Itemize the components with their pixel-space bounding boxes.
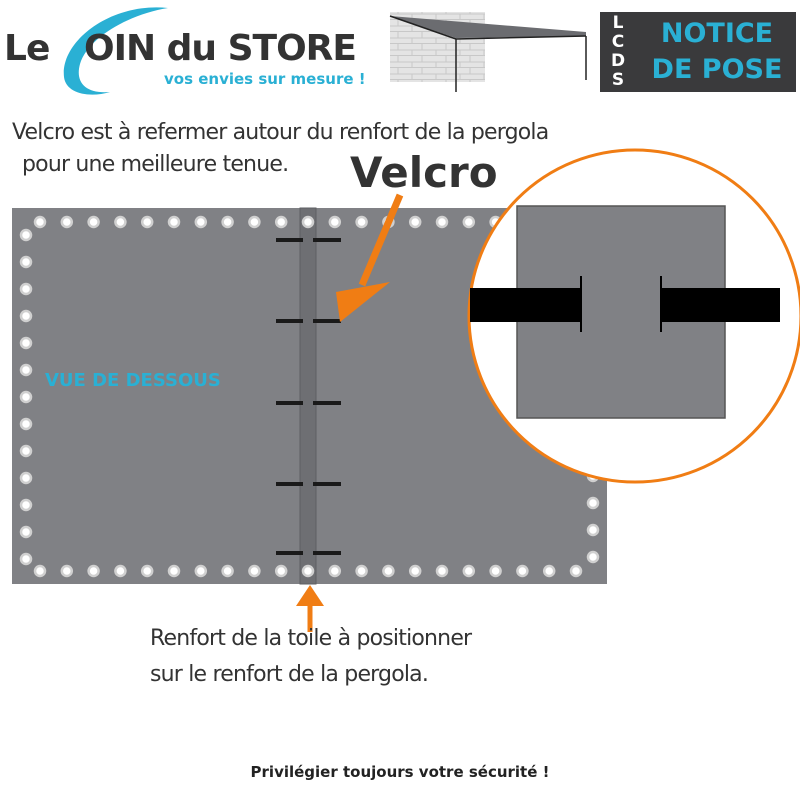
grommet <box>33 564 47 578</box>
grommet <box>489 564 502 578</box>
grommet <box>19 282 33 296</box>
grommet <box>328 564 342 578</box>
grommet <box>19 498 33 512</box>
grommet <box>33 215 47 229</box>
grommet <box>167 215 181 229</box>
velcro-straps <box>276 238 341 555</box>
grommet <box>435 215 449 229</box>
grommet <box>19 309 33 323</box>
grommet <box>274 564 288 578</box>
notice-badge: LCDS NOTICE DE POSE <box>600 12 796 92</box>
grommet <box>462 215 476 229</box>
instruction-line-2: pour une meilleure tenue. <box>22 152 289 177</box>
grommet <box>19 363 33 377</box>
badge-title-line2: DE POSE <box>651 54 783 85</box>
pergola-illustration <box>389 12 587 92</box>
zoom-detail-circle <box>467 148 800 484</box>
grommet <box>328 215 342 229</box>
grommet <box>586 523 600 537</box>
grommet <box>274 215 288 229</box>
grommet <box>301 215 315 229</box>
grommet <box>167 564 181 578</box>
renfort-line-1: Renfort de la toile à positionner <box>150 626 472 651</box>
velcro-strap-right <box>662 288 780 322</box>
grommet <box>194 564 208 578</box>
grommet <box>19 336 33 350</box>
grommet <box>60 215 74 229</box>
grommet <box>140 564 154 578</box>
grommet <box>221 215 234 229</box>
view-label: VUE DE DESSOUS <box>45 370 221 391</box>
grommet <box>301 564 315 578</box>
grommet <box>114 564 127 578</box>
logo-swoosh-icon <box>63 7 168 95</box>
grommet <box>435 564 449 578</box>
instruction-line-1: Velcro est à refermer autour du renfort … <box>12 120 549 145</box>
grommet <box>586 550 600 564</box>
grommet <box>408 215 422 229</box>
grommet <box>221 564 234 578</box>
reinforcement-strip <box>299 207 317 585</box>
grommet <box>140 215 154 229</box>
logo-tagline: vos envies sur mesure ! <box>164 70 366 88</box>
grommet <box>60 564 74 578</box>
renfort-line-2: sur le renfort de la pergola. <box>150 662 429 687</box>
badge-title: NOTICE DE POSE <box>640 16 794 88</box>
logo-text-le: Le <box>4 28 50 69</box>
grommet <box>542 564 556 578</box>
grommets <box>19 215 600 578</box>
grommet <box>516 564 529 578</box>
grommet <box>355 564 368 578</box>
renfort-arrow-icon <box>296 585 324 632</box>
grommet <box>382 564 395 578</box>
grommet <box>19 390 33 404</box>
velcro-label: Velcro <box>350 148 498 197</box>
grommet <box>586 496 600 510</box>
grommet <box>19 552 33 566</box>
badge-title-line1: NOTICE <box>660 18 774 49</box>
grommet <box>19 525 33 539</box>
grommet <box>19 417 33 431</box>
grommet <box>19 228 33 242</box>
grommet <box>569 564 583 578</box>
grommet <box>462 564 476 578</box>
grommet <box>194 215 208 229</box>
badge-letters: LCDS <box>610 13 626 90</box>
logo-text-store: OIN du STORE <box>84 28 357 69</box>
grommet <box>19 444 33 458</box>
velcro-arrow-icon <box>336 193 404 322</box>
safety-note: Privilégier toujours votre sécurité ! <box>250 763 550 781</box>
grommet <box>19 255 33 269</box>
grommet <box>408 564 422 578</box>
grommet <box>87 564 100 578</box>
grommet <box>87 215 100 229</box>
grommet <box>114 215 127 229</box>
grommet <box>248 564 261 578</box>
grommet <box>355 215 368 229</box>
grommet <box>248 215 261 229</box>
velcro-strap-left <box>470 288 580 322</box>
grommet <box>19 471 33 485</box>
